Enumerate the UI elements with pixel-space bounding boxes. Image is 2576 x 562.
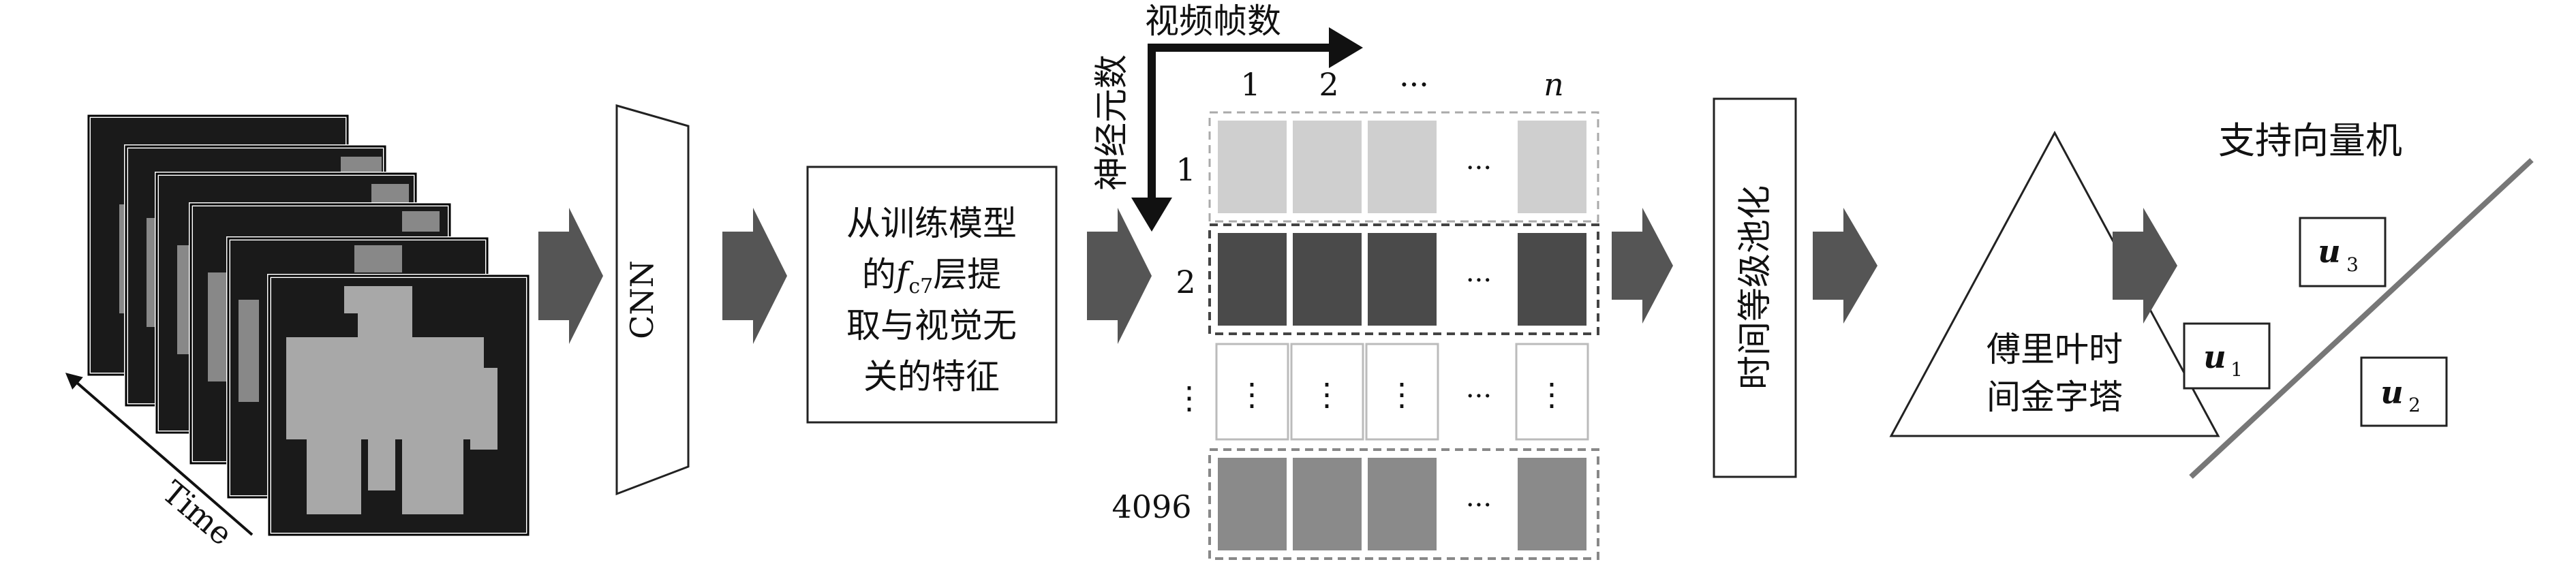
svm-title: 支持向量机: [2218, 119, 2402, 162]
support-vector-u3: u 3: [2299, 217, 2387, 287]
fourier-pyramid: 傅里叶时 间金字塔: [1889, 130, 2220, 437]
u3-sub: 3: [2346, 253, 2359, 276]
u2-sub: 2: [2408, 394, 2421, 416]
feature-line-4: 关的特征: [863, 357, 1000, 396]
flow-arrow-4: [1612, 208, 1673, 324]
row-label-ellipsis: ⋮: [1174, 379, 1205, 416]
column-labels: 1 2 ··· n: [1240, 66, 1563, 103]
feature-line-3: 取与视觉无: [846, 306, 1017, 345]
matrix-cell: [1515, 118, 1589, 216]
matrix-row-ellipsis: ⋮ ⋮ ⋮ ··· ⋮: [1215, 343, 1589, 441]
cnn-block: CNN: [615, 104, 690, 496]
support-vector-u2: u 2: [2360, 356, 2448, 427]
matrix-row-2: ···: [1208, 223, 1599, 335]
u1-sub: 1: [2230, 358, 2243, 381]
feature-extraction-box: 从训练模型 的fc7层提 取与视觉无 关的特征: [806, 166, 1058, 424]
matrix-cell: [1515, 230, 1589, 328]
flow-arrow-1: [538, 208, 603, 344]
pyramid-line-2: 间金字塔: [1987, 377, 2123, 417]
temporal-pooling-label: 时间等级池化: [1735, 185, 1775, 390]
video-frame-6: [267, 274, 530, 537]
human-silhouette: [286, 286, 497, 514]
matrix-axes: 视频帧数 神经元数: [1092, 1, 1363, 232]
cell-ellipsis: ⋮: [1536, 376, 1567, 413]
cell-ellipsis: ⋮: [1236, 376, 1268, 413]
temporal-pooling-box: 时间等级池化: [1713, 97, 1797, 478]
feature-line-1: 从训练模型: [846, 204, 1017, 243]
svm-decision-boundary: [2189, 158, 2534, 479]
row-2-ellipsis: ···: [1466, 265, 1492, 296]
row-label-1: 1: [1176, 151, 1195, 188]
col-label-2: 2: [1319, 66, 1338, 103]
cnn-label: CNN: [624, 260, 660, 339]
row-1-ellipsis: ···: [1466, 153, 1492, 184]
matrix-cell: [1215, 455, 1289, 553]
flow-arrow-2: [722, 208, 787, 344]
cell-ellipsis: ⋮: [1386, 376, 1417, 413]
svm-block: 支持向量机 u 3 u 1 u 2: [2183, 119, 2534, 479]
cell-ellipsis: ⋮: [1311, 376, 1343, 413]
row-label-2: 2: [1176, 264, 1195, 300]
u1-base: u: [2203, 339, 2226, 375]
flow-arrow-3: [1087, 208, 1152, 344]
matrix-row-4096: ···: [1208, 448, 1599, 560]
row-labels: 1 2 ⋮ 4096: [1111, 151, 1205, 525]
row-label-4096: 4096: [1111, 488, 1191, 525]
pyramid-line-1: 傅里叶时: [1987, 330, 2123, 369]
neurons-axis-label: 神经元数: [1092, 54, 1131, 191]
matrix-cell: [1215, 230, 1289, 328]
col-label-ellipsis: ···: [1399, 66, 1429, 103]
u2-base: u: [2380, 374, 2403, 411]
video-frame-stack: [87, 114, 530, 537]
flow-arrow-6: [2113, 208, 2177, 324]
cell-ellipsis: ···: [1466, 381, 1492, 412]
u3-base: u: [2318, 233, 2340, 270]
feature-line-2: 的fc7层提: [862, 255, 1001, 298]
matrix-cell: [1215, 118, 1289, 216]
matrix-cell: [1365, 230, 1439, 328]
matrix-row-1: ···: [1208, 111, 1599, 223]
matrix-cell: [1290, 118, 1364, 216]
matrix-cell: [1290, 455, 1364, 553]
matrix-cell: [1365, 455, 1439, 553]
col-label-n: n: [1544, 66, 1564, 103]
support-vector-u1: u 1: [2183, 322, 2271, 390]
row-4096-ellipsis: ···: [1466, 490, 1492, 521]
matrix-cell: [1365, 118, 1439, 216]
matrix-cell: [1515, 455, 1589, 553]
frames-axis-label: 视频帧数: [1145, 1, 1281, 41]
col-label-1: 1: [1240, 66, 1260, 103]
matrix-cell: [1290, 230, 1364, 328]
flow-arrow-5: [1813, 208, 1877, 324]
